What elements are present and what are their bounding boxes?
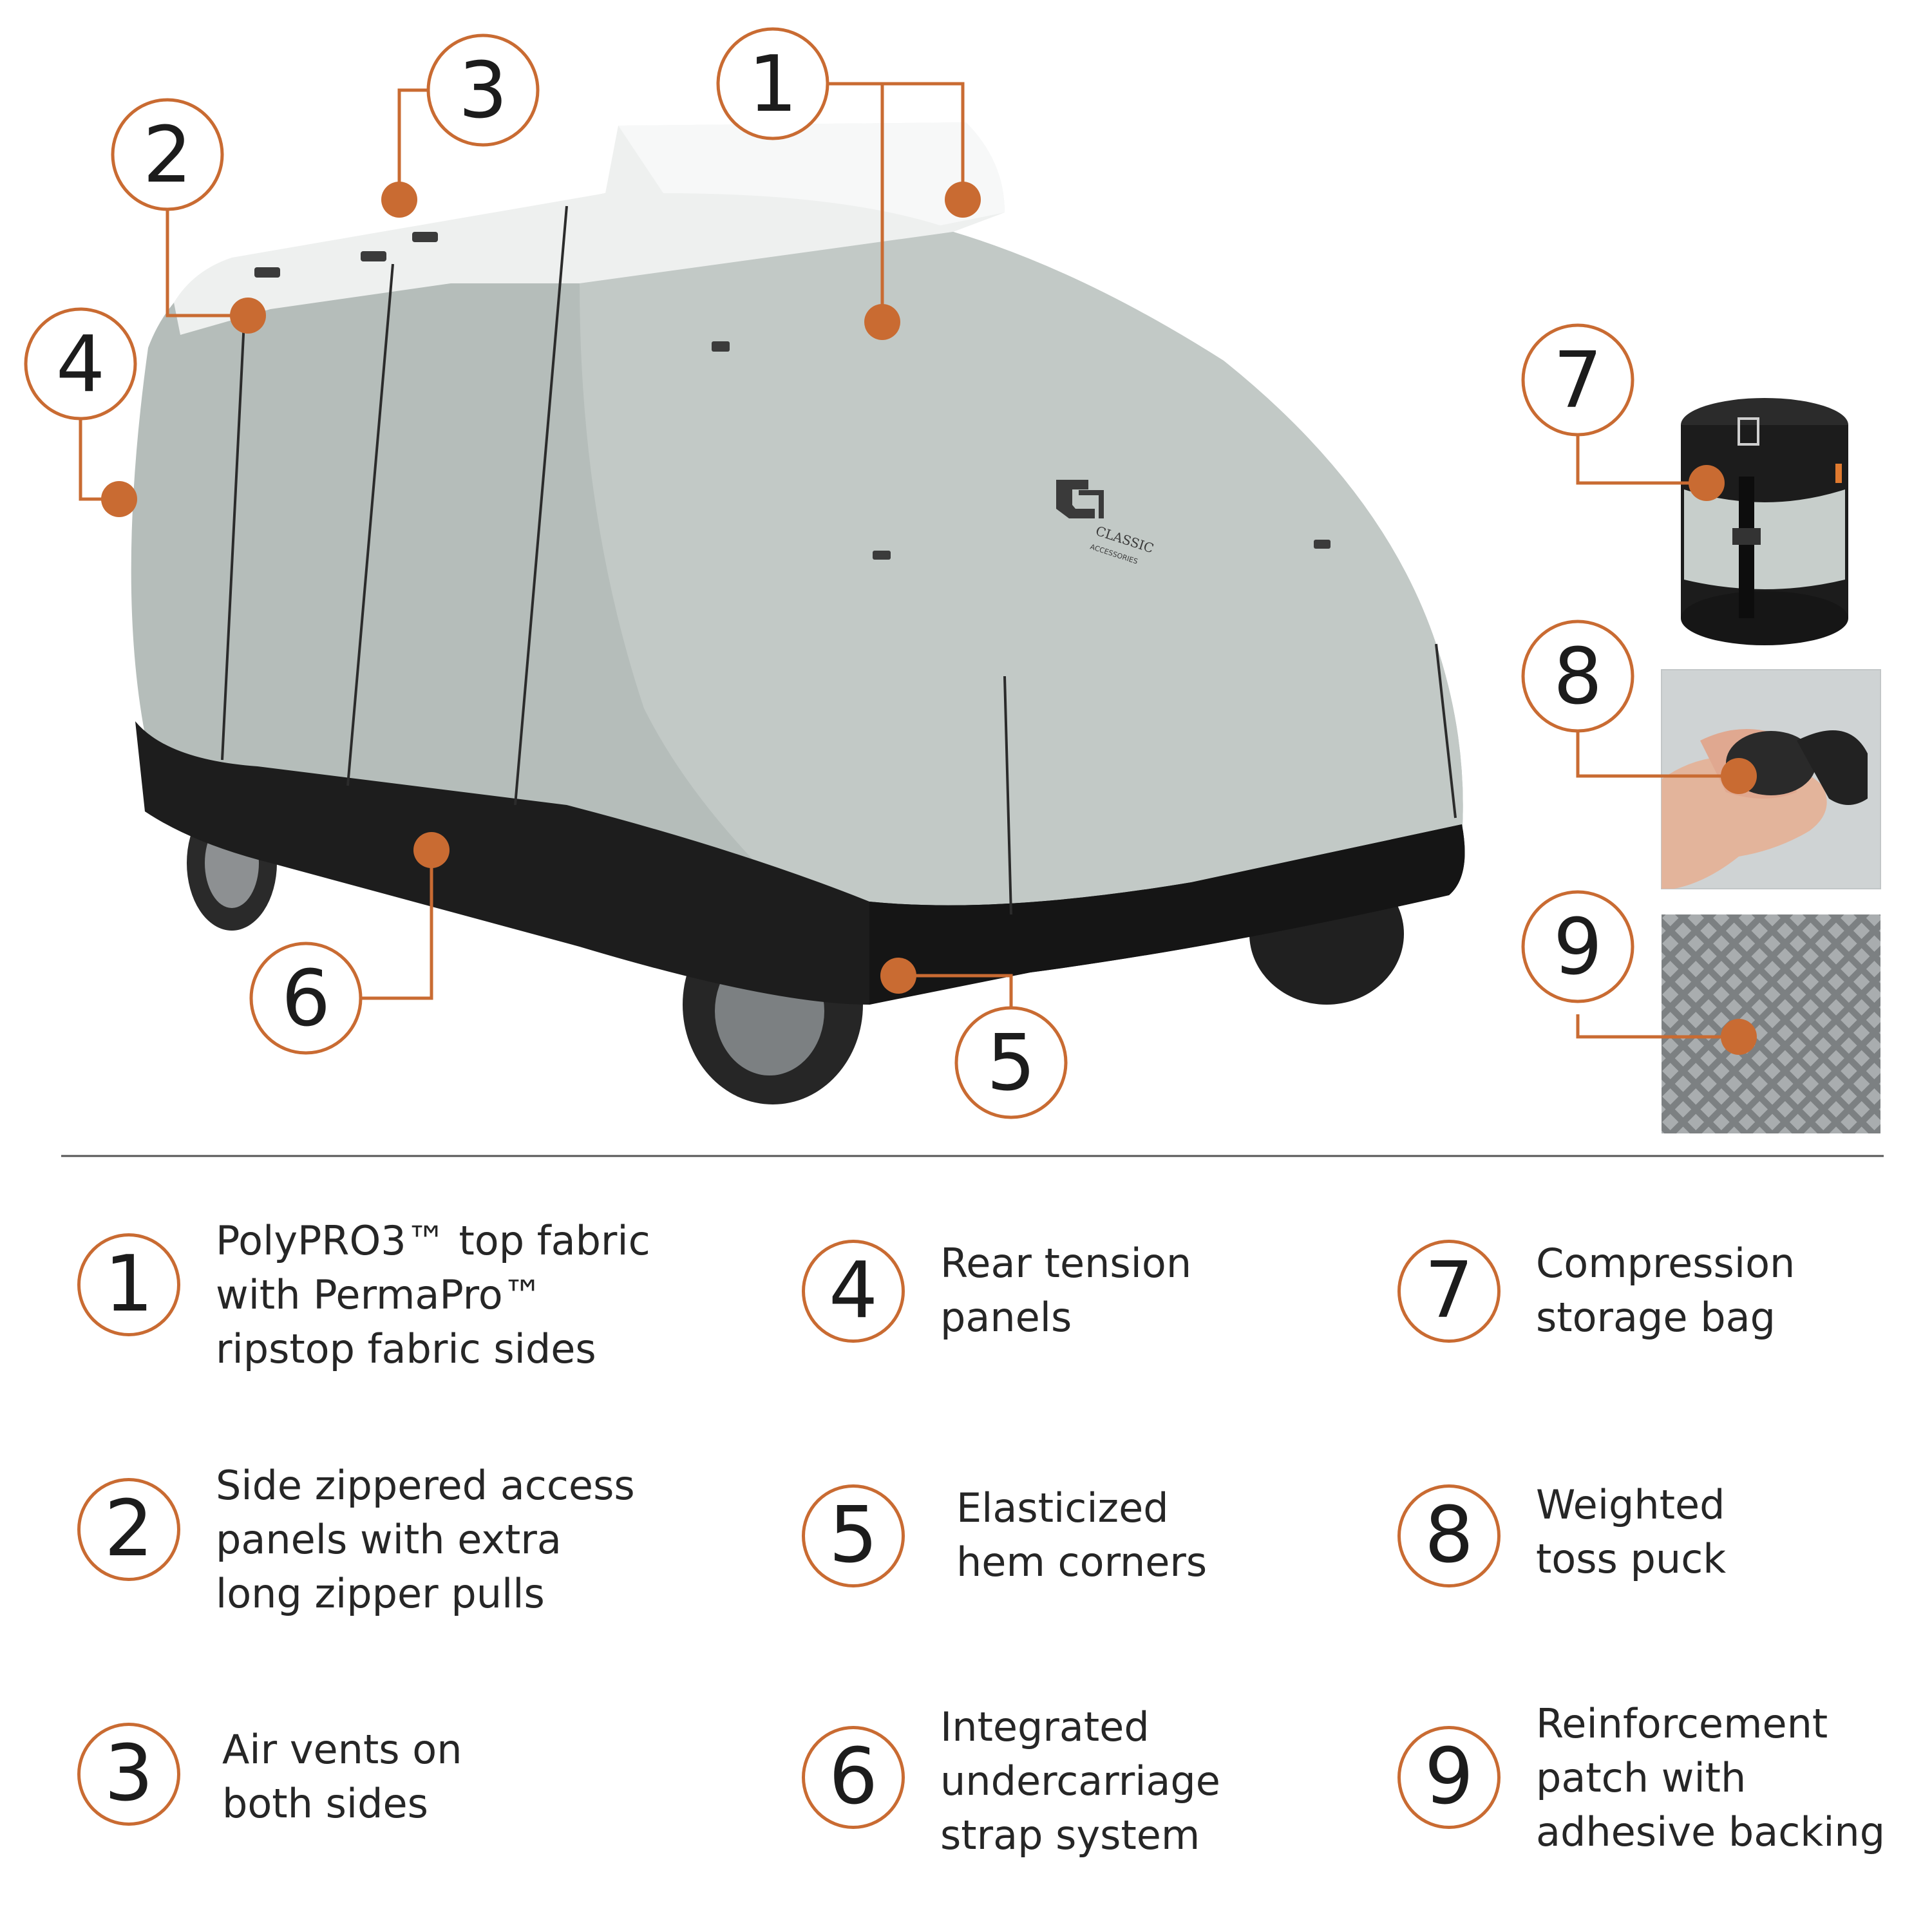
badge-2: 2	[111, 98, 224, 211]
svg-text:4: 4	[56, 320, 105, 410]
legend-text: Integrated undercarriage strap system	[940, 1703, 1220, 1859]
legend-badge: 9	[1397, 1726, 1501, 1829]
callout-dots	[101, 182, 1757, 1055]
legend-text: PolyPRO3™ top fabric with PermaPro™ rips…	[216, 1217, 650, 1372]
badge-8: 8	[1521, 620, 1634, 733]
toss-puck-image	[1661, 669, 1881, 889]
badge-6: 6	[249, 942, 363, 1055]
svg-text:1: 1	[748, 40, 797, 129]
legend-badge: 5	[802, 1484, 905, 1587]
badge-5: 5	[954, 1006, 1068, 1119]
reinforcement-patch-image	[1662, 914, 1880, 1133]
svg-text:9: 9	[1553, 903, 1602, 992]
image-callout-badges: 1 2 3 4 5 6 7 8	[24, 27, 1634, 1119]
legend-badge: 7	[1397, 1240, 1501, 1343]
badge-3: 3	[426, 33, 540, 147]
badge-1: 1	[716, 27, 829, 140]
svg-text:5: 5	[987, 1019, 1036, 1108]
feature-legend: 1 PolyPRO3™ top fabric with PermaPro™ ri…	[0, 1159, 1932, 1932]
covered-van-illustration: CLASSIC ACCESSORIES	[131, 122, 1465, 1104]
legend-badge: 3	[77, 1723, 180, 1826]
badge-4: 4	[24, 307, 137, 421]
svg-text:3: 3	[459, 46, 507, 136]
svg-text:2: 2	[143, 111, 192, 200]
legend-badge: 6	[802, 1726, 905, 1829]
legend-text: Side zippered access panels with extra l…	[216, 1462, 635, 1617]
legend-badge: 8	[1397, 1484, 1501, 1587]
badge-9: 9	[1521, 890, 1634, 1003]
legend-text: Elasticized hem corners	[956, 1484, 1208, 1586]
legend-text: Rear tension panels	[940, 1240, 1192, 1341]
svg-text:7: 7	[1553, 336, 1602, 426]
legend-text: Air vents on both sides	[222, 1726, 462, 1827]
legend-text: Compression storage bag	[1536, 1240, 1795, 1341]
legend-badge: 1	[77, 1233, 180, 1336]
badge-7: 7	[1521, 323, 1634, 437]
storage-bag-image	[1681, 398, 1848, 645]
svg-text:6: 6	[281, 954, 330, 1044]
svg-text:8: 8	[1553, 632, 1602, 722]
legend-badge: 2	[77, 1478, 180, 1581]
legend-text: Weighted toss puck	[1536, 1481, 1727, 1582]
legend-text: Reinforcement patch with adhesive backin…	[1536, 1700, 1886, 1855]
legend-badge: 4	[802, 1240, 905, 1343]
